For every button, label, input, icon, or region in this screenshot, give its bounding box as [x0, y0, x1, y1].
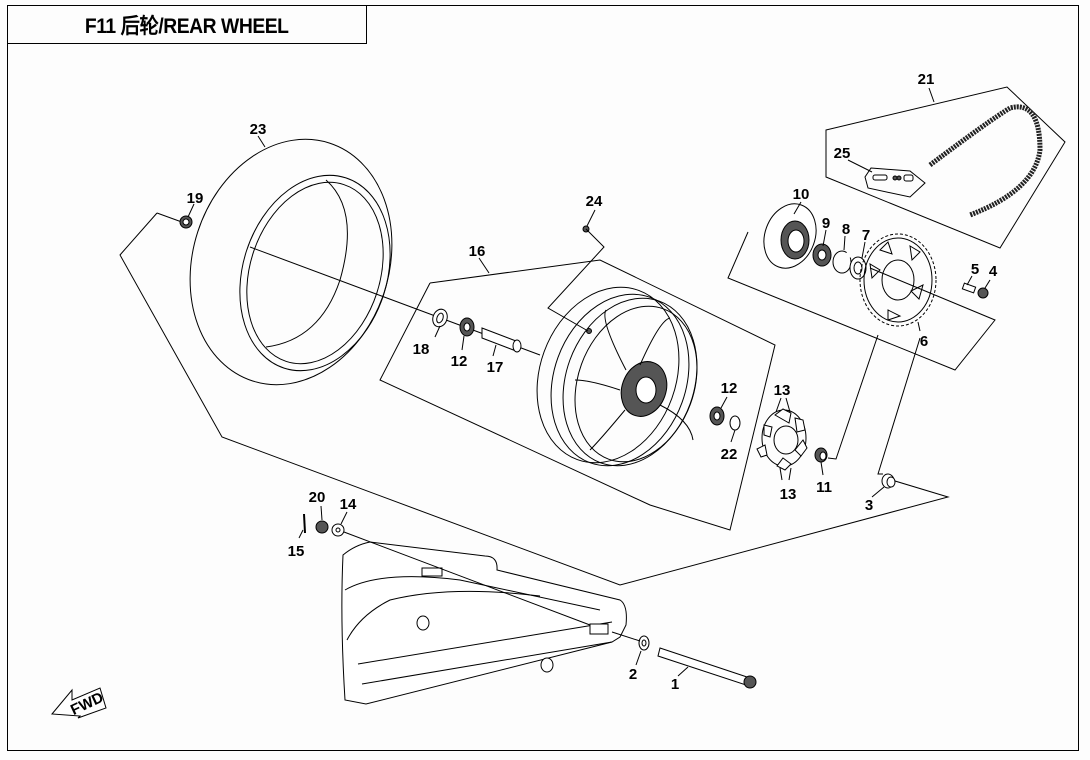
callout-8[interactable]: 8 — [842, 221, 850, 238]
callout-3[interactable]: 3 — [865, 497, 873, 514]
callout-7[interactable]: 7 — [862, 227, 870, 244]
callout-15[interactable]: 17 — [487, 359, 504, 376]
callout-10[interactable]: 10 — [793, 186, 810, 203]
oil-seal[interactable] — [430, 307, 449, 329]
valve[interactable] — [179, 215, 193, 229]
tire[interactable] — [159, 113, 423, 411]
group-outline-chainjoint — [864, 167, 926, 198]
callout-23[interactable]: 21 — [918, 71, 935, 88]
swingarm[interactable] — [341, 541, 627, 705]
circlip[interactable] — [832, 250, 852, 274]
damper-rubbers[interactable] — [756, 408, 808, 471]
sprocket-hub[interactable] — [755, 196, 825, 275]
callout-12-left[interactable]: 12 — [451, 353, 468, 370]
chain-joint[interactable] — [872, 174, 914, 182]
leader-lines — [187, 87, 991, 677]
rear-axle[interactable] — [657, 647, 757, 689]
axle-washer[interactable] — [638, 635, 650, 651]
drive-chain[interactable] — [928, 104, 1043, 218]
callout-24[interactable]: 22 — [721, 446, 738, 463]
title-box: F11 后轮/REAR WHEEL — [7, 5, 367, 44]
callout-4[interactable]: 4 — [989, 263, 998, 280]
callout-16[interactable]: 18 — [413, 341, 430, 358]
callout-14[interactable]: 16 — [469, 243, 486, 260]
rim[interactable] — [513, 267, 719, 485]
callout-20[interactable]: 15 — [288, 543, 305, 560]
fwd-arrow-icon — [50, 687, 107, 719]
callout-2[interactable]: 2 — [629, 666, 637, 683]
swingarm-collar[interactable] — [881, 473, 896, 489]
hub-oil-seal[interactable] — [849, 256, 867, 280]
sprocket[interactable] — [859, 233, 937, 327]
group-outline-chain — [825, 86, 1066, 249]
callout-13-bottom[interactable]: 13 — [780, 486, 797, 503]
bearing-right[interactable] — [709, 406, 725, 426]
page-title: F11 后轮/REAR WHEEL — [85, 14, 289, 38]
diagram-frame — [7, 5, 1079, 751]
sprocket-nut[interactable] — [977, 287, 989, 299]
callout-19[interactable]: 20 — [309, 489, 326, 506]
group-outline-hub — [727, 231, 996, 371]
group-outline-rim — [379, 259, 776, 531]
callout-1[interactable]: 1 — [671, 676, 679, 693]
hub-bearing[interactable] — [812, 243, 832, 267]
adjuster-washer[interactable] — [331, 523, 345, 537]
callout-21[interactable]: 23 — [250, 121, 267, 138]
sprocket-bolt[interactable] — [961, 282, 977, 294]
callout-9[interactable]: 9 — [822, 215, 830, 232]
callout-12-right[interactable]: 12 — [721, 380, 738, 397]
adjuster-nut[interactable] — [315, 520, 329, 534]
callout-17[interactable]: 19 — [187, 190, 204, 207]
bearing-left[interactable] — [459, 317, 475, 337]
hub-collar[interactable] — [814, 447, 828, 463]
callout-13-top[interactable]: 13 — [774, 382, 791, 399]
callout-22[interactable]: 24 — [586, 193, 603, 210]
callout-11[interactable]: 11 — [816, 479, 832, 496]
callout-5[interactable]: 5 — [971, 261, 979, 278]
callout-6[interactable]: 6 — [920, 333, 928, 350]
group-outline-wheel — [119, 212, 950, 586]
cotter-pin[interactable] — [303, 513, 306, 534]
callout-18[interactable]: 14 — [340, 496, 357, 513]
callout-25[interactable]: 25 — [834, 145, 851, 162]
o-ring[interactable] — [729, 415, 741, 431]
spacer[interactable] — [481, 327, 522, 353]
